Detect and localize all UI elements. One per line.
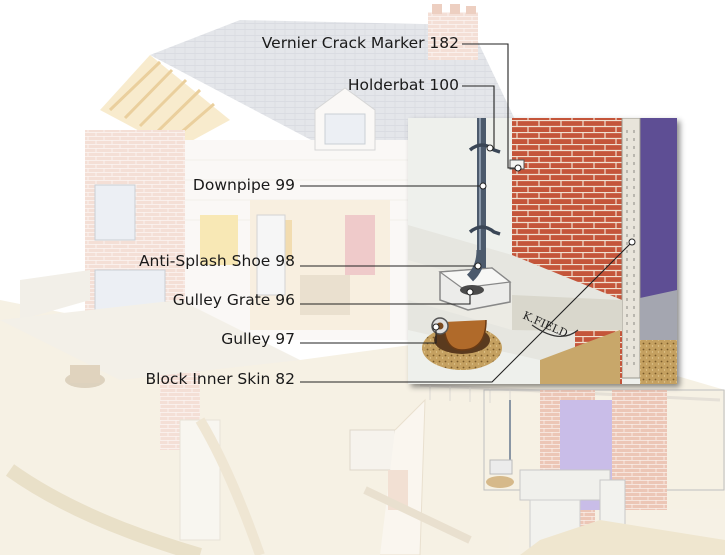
leader-vernier — [462, 43, 518, 169]
dot-block-inner-skin — [628, 238, 636, 246]
leader-lines — [300, 43, 633, 383]
label-gulley-grate: Gulley Grate 96 — [172, 291, 295, 309]
downpipe-detail-content — [408, 118, 677, 384]
label-gulley: Gulley 97 — [221, 330, 295, 348]
dot-gulley — [432, 323, 440, 331]
dot-gulley-grate — [466, 288, 474, 296]
label-anti-splash-shoe: Anti-Splash Shoe 98 — [138, 252, 295, 270]
dot-holderbat — [486, 144, 494, 152]
label-block-inner-skin: Block Inner Skin 82 — [145, 370, 296, 388]
leader-dots — [432, 144, 636, 331]
label-vernier-crack-marker: Vernier Crack Marker 182 — [261, 34, 459, 52]
thumbnail-replica — [483, 389, 725, 555]
leader-gulley-grate — [300, 292, 471, 305]
dot-anti-splash-shoe — [474, 262, 482, 270]
leader-block-inner-skin — [300, 241, 633, 383]
dot-vernier — [514, 164, 522, 172]
leader-gulley — [300, 327, 437, 344]
label-downpipe: Downpipe 99 — [192, 176, 295, 194]
dot-downpipe — [479, 182, 487, 190]
label-holderbat: Holderbat 100 — [347, 76, 459, 94]
